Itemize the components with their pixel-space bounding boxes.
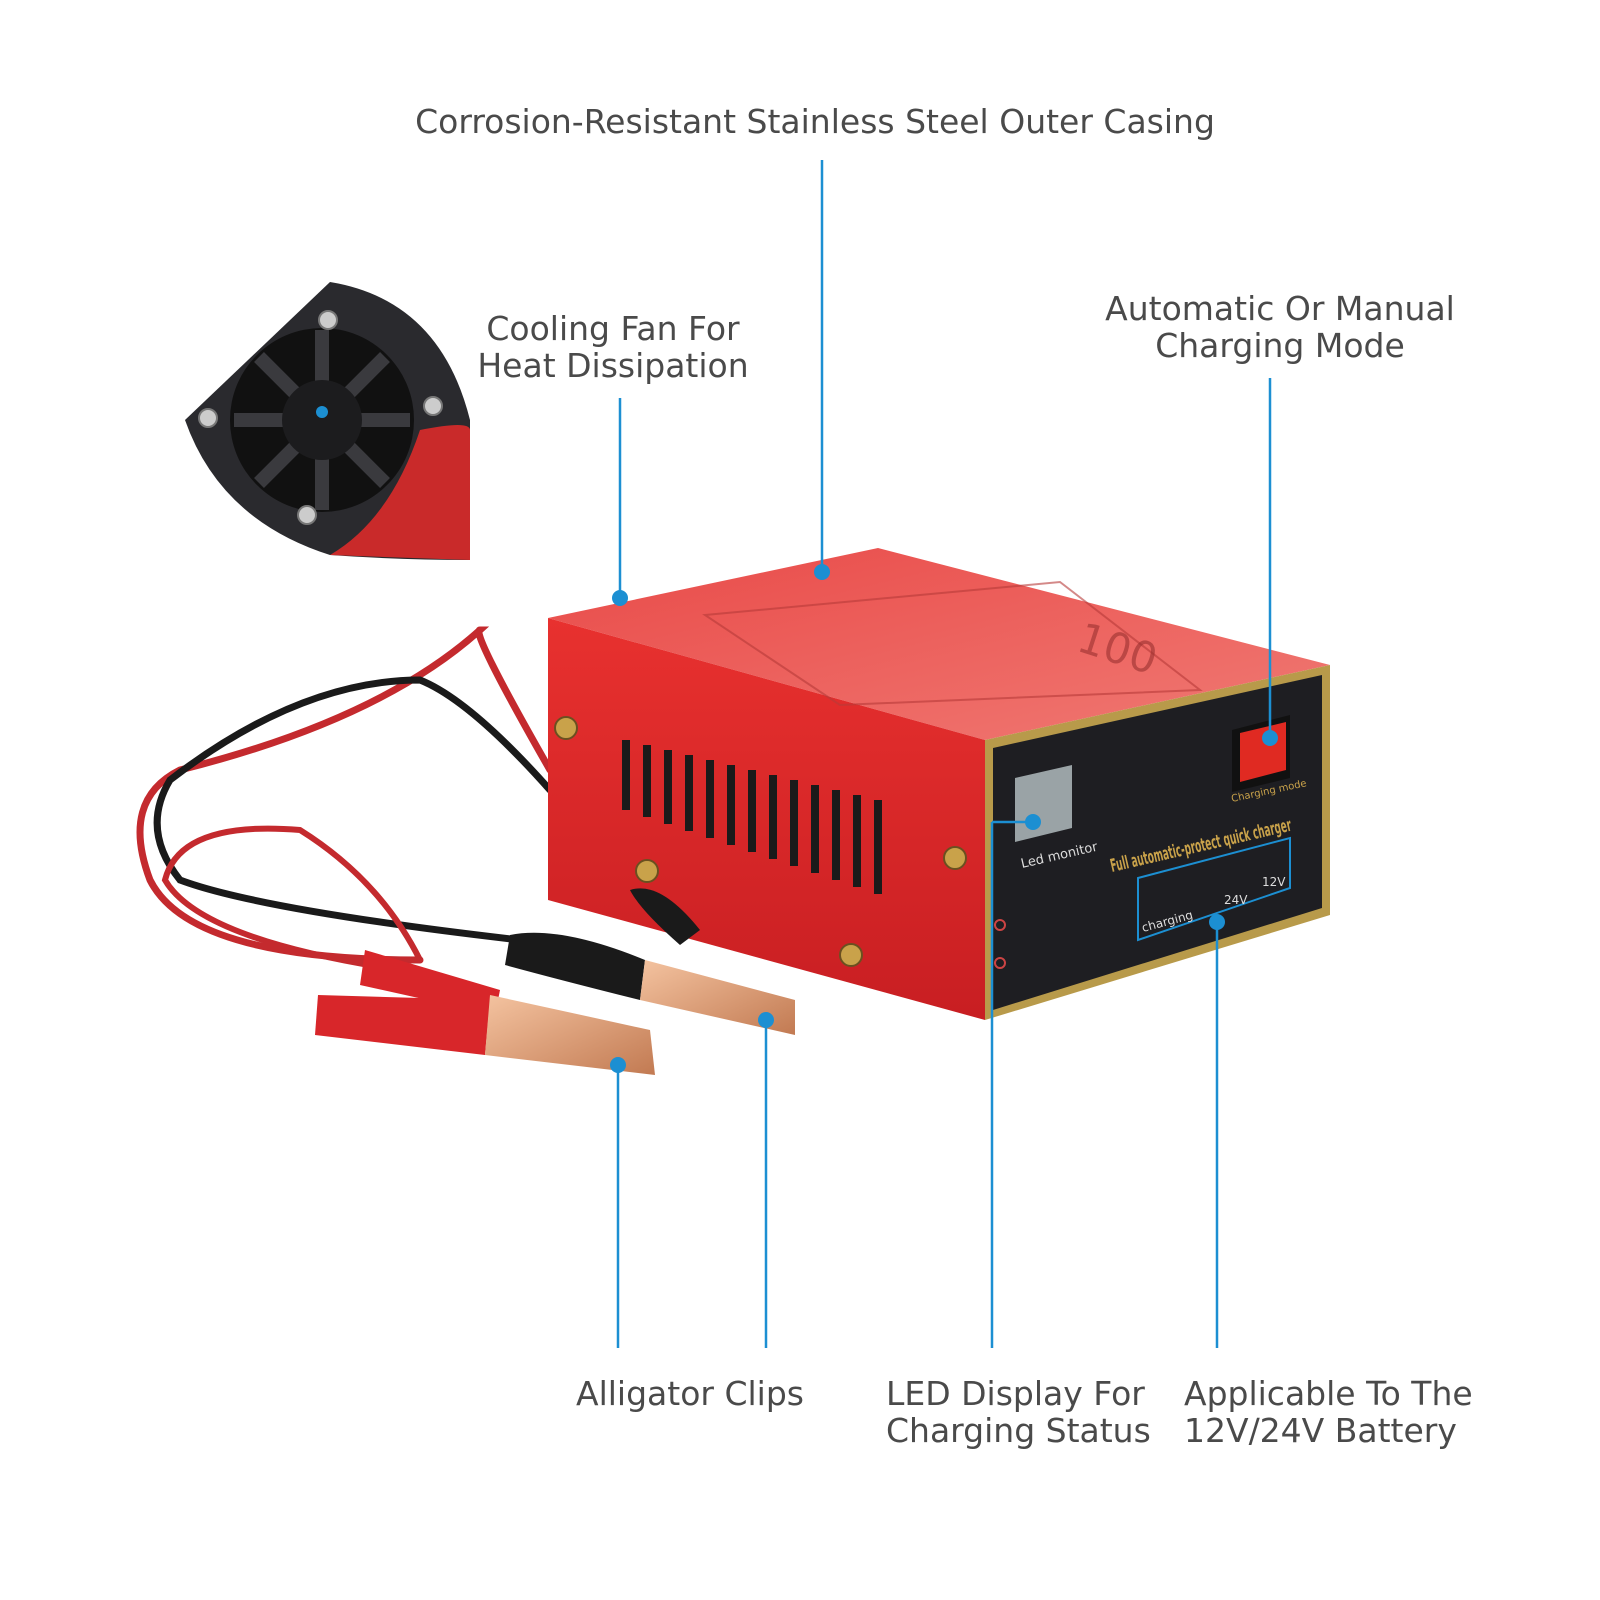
battery-callout-line2: 12V/24V Battery [1184,1411,1457,1450]
led-callout-line1: LED Display For [886,1374,1145,1413]
fan-callout-line1: Cooling Fan For [486,309,740,348]
mode-callout-line1: Automatic Or Manual [1105,289,1455,328]
fan-callout-line2: Heat Dissipation [477,346,749,385]
mode-callout-line2: Charging Mode [1155,326,1405,365]
fan-callout: Cooling Fan For Heat Dissipation [477,310,748,384]
casing-callout: Corrosion-Resistant Stainless Steel Oute… [415,102,1215,141]
12v-label: 12V [1262,875,1286,889]
led-callout: LED Display For Charging Status [886,1375,1151,1449]
cables [136,626,554,973]
alligator-clips [315,888,795,1075]
clips-callout: Alligator Clips [576,1374,804,1413]
cooling-fan-inset [185,282,470,560]
vent-slots [622,740,882,894]
led-callout-line2: Charging Status [886,1411,1151,1450]
battery-callout: Applicable To The 12V/24V Battery [1184,1375,1473,1449]
callout-lines [610,160,1278,1348]
mode-callout: Automatic Or Manual Charging Mode [1105,290,1455,364]
24v-label: 24V [1224,893,1248,907]
charger-body: 100 Led monitor Full automatic-protect q… [548,548,1330,1020]
battery-callout-line1: Applicable To The [1184,1374,1473,1413]
